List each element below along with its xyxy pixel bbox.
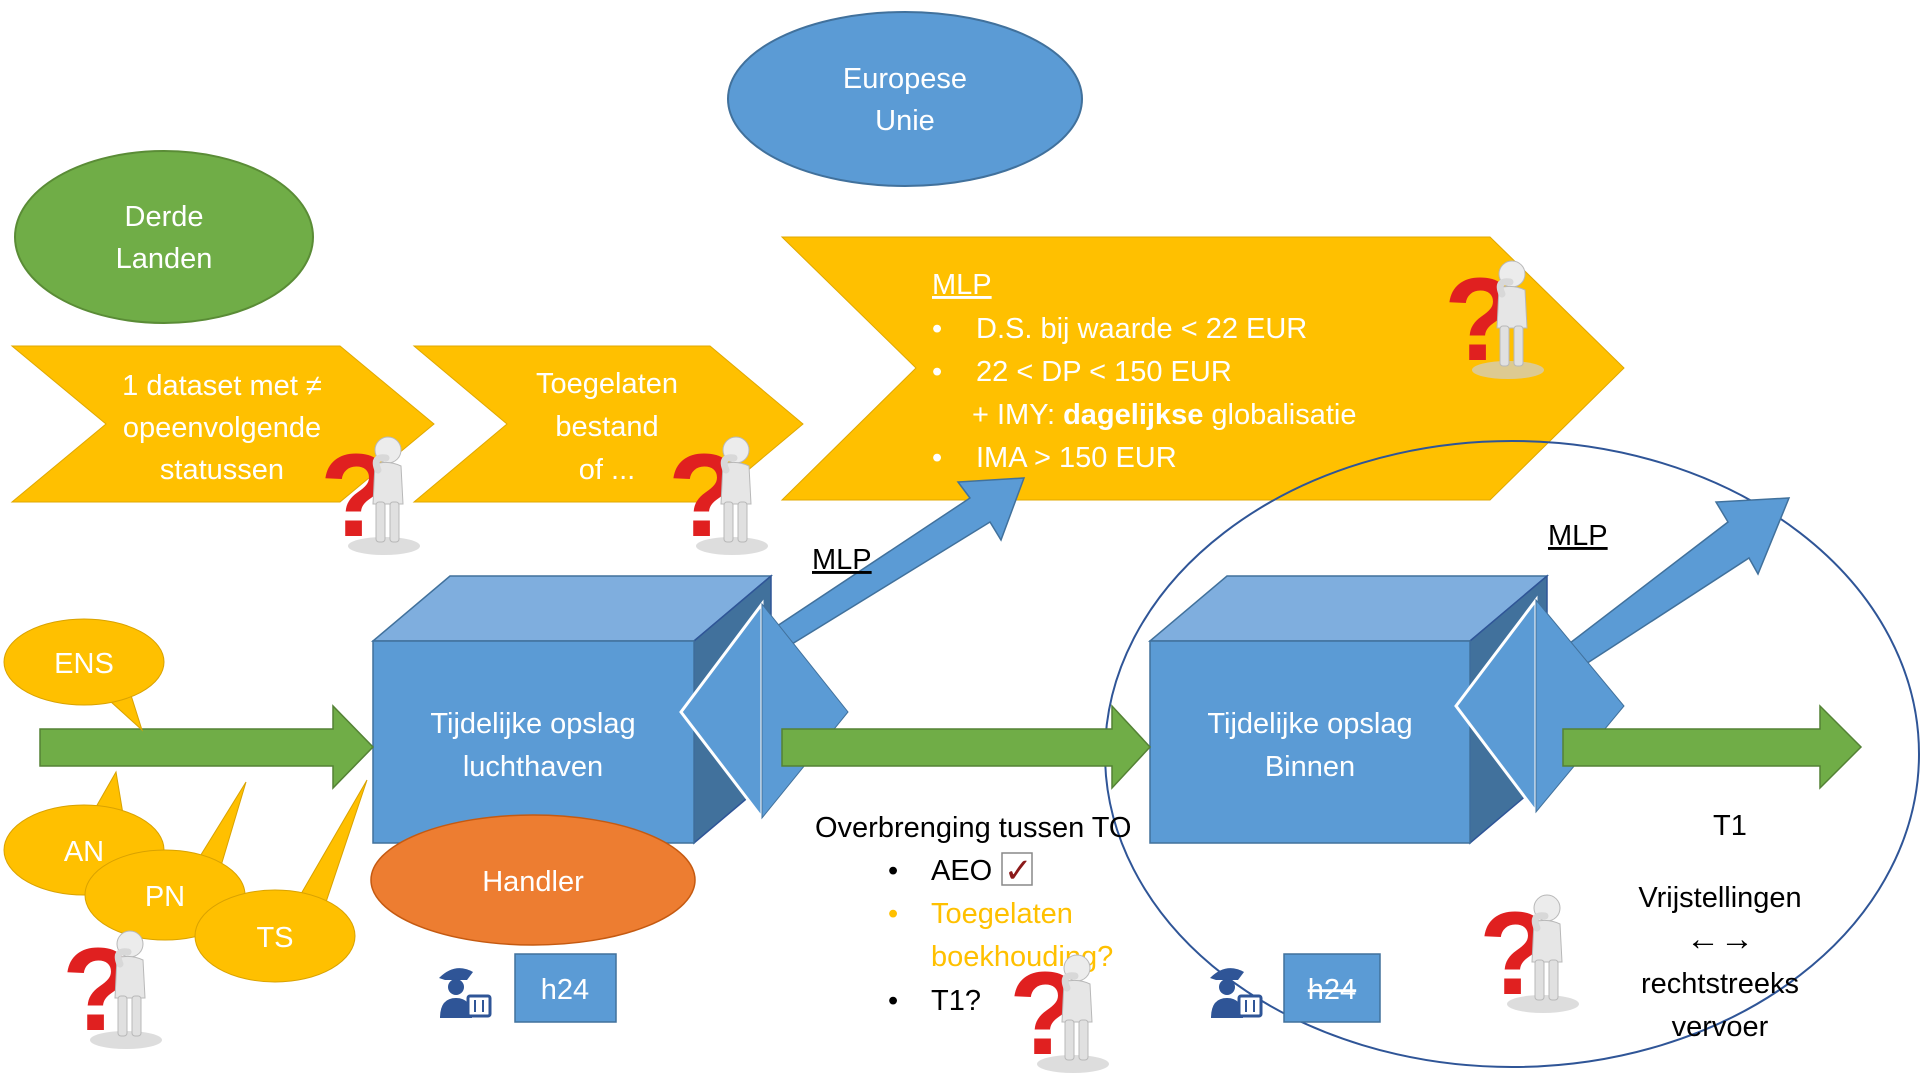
- h24-box-right: h24: [1283, 953, 1381, 1023]
- mlp-bullet-3: IMA > 150 EUR: [976, 442, 1177, 474]
- chevron-dataset-line2: opeenvolgende: [123, 412, 321, 444]
- box-binnen-line1: Tijdelijke opslag: [1207, 708, 1412, 740]
- mlp-heading: MLP: [932, 269, 992, 301]
- callout-ens-label: ENS: [54, 648, 114, 680]
- mlp-bullet-dot: •: [932, 442, 942, 474]
- overbrenging-item-t1: T1?: [931, 985, 981, 1017]
- callout-ens: ENS: [3, 618, 165, 732]
- question-figure-icon: [62, 924, 162, 1056]
- box-binnen-line2: Binnen: [1265, 751, 1355, 783]
- mlp-bullet-1: D.S. bij waarde < 22 EUR: [976, 313, 1307, 345]
- mlp-sub-bold: dagelijkse: [1063, 399, 1203, 431]
- derde-landen-node: Derde Landen: [14, 150, 314, 324]
- europese-unie-line2: Unie: [875, 105, 935, 137]
- callout-an-label: AN: [64, 836, 104, 868]
- bullet-dot: •: [888, 985, 898, 1017]
- mlp-bullet-dot: •: [932, 313, 942, 345]
- mlp-bullet-dot: •: [932, 356, 942, 388]
- customs-officer-icon: [437, 966, 492, 1020]
- callout-ts: TS: [194, 779, 368, 983]
- mlp-bullet-2: 22 < DP < 150 EUR: [976, 356, 1232, 388]
- overbrenging-item-aeo: AEO: [931, 855, 992, 887]
- vrijstellingen-label: Vrijstellingen: [1638, 882, 1801, 914]
- chevron-toegelaten-line2: bestand: [555, 411, 658, 443]
- europese-unie-node: Europese Unie: [727, 11, 1083, 187]
- europese-unie-line1: Europese: [843, 63, 967, 95]
- derde-landen-line2: Landen: [116, 243, 213, 275]
- box-luchthaven-line1: Tijdelijke opslag: [430, 708, 635, 740]
- green-arrow-out: [1562, 704, 1863, 790]
- derde-landen-line1: Derde: [125, 201, 204, 233]
- checkbox-icon: [1001, 852, 1033, 886]
- h24-right-label: h24: [1308, 974, 1356, 1006]
- green-arrow-in: [39, 704, 375, 790]
- mlp-label-left: MLP: [812, 544, 872, 576]
- callout-pn-label: PN: [145, 881, 185, 913]
- mlp-arrow-left: [767, 477, 1026, 654]
- handler-node: Handler: [370, 814, 696, 946]
- box-luchthaven-line2: luchthaven: [463, 751, 603, 783]
- rechtstreeks-label-line2: vervoer: [1672, 1011, 1769, 1043]
- customs-officer-icon: [1208, 966, 1263, 1020]
- checkmark-icon: ✓: [1004, 852, 1033, 890]
- handler-label: Handler: [482, 866, 584, 898]
- question-figure-icon: [320, 430, 420, 562]
- chevron-toegelaten-line3: of ...: [579, 454, 635, 486]
- overbrenging-title: Overbrenging tussen TO: [815, 812, 1132, 844]
- h24-left-label: h24: [541, 974, 589, 1006]
- mlp-sub-line: + IMY: dagelijkse globalisatie: [972, 399, 1356, 431]
- mlp-label-right: MLP: [1548, 520, 1608, 552]
- rechtstreeks-label-line1: rechtstreeks: [1641, 968, 1799, 1000]
- chevron-dataset-line3: statussen: [160, 454, 284, 486]
- double-arrow-icon: ←→: [1686, 920, 1754, 958]
- callout-ts-label: TS: [256, 922, 293, 954]
- green-arrow-middle: [781, 704, 1152, 790]
- t1-label: T1: [1713, 810, 1747, 842]
- overbrenging-item-toegelaten: Toegelaten: [931, 898, 1073, 930]
- mlp-sub-prefix: + IMY:: [972, 399, 1063, 431]
- bullet-dot: •: [888, 898, 898, 930]
- h24-box-left: h24: [514, 953, 617, 1023]
- chevron-toegelaten-line1: Toegelaten: [536, 368, 678, 400]
- chevron-mlp: MLP • D.S. bij waarde < 22 EUR • 22 < DP…: [780, 236, 1625, 501]
- question-figure-icon: [1479, 888, 1579, 1020]
- chevron-dataset-line1: 1 dataset met ≠: [122, 370, 322, 402]
- mlp-sub-suffix: globalisatie: [1203, 399, 1356, 431]
- bullet-dot: •: [888, 855, 898, 887]
